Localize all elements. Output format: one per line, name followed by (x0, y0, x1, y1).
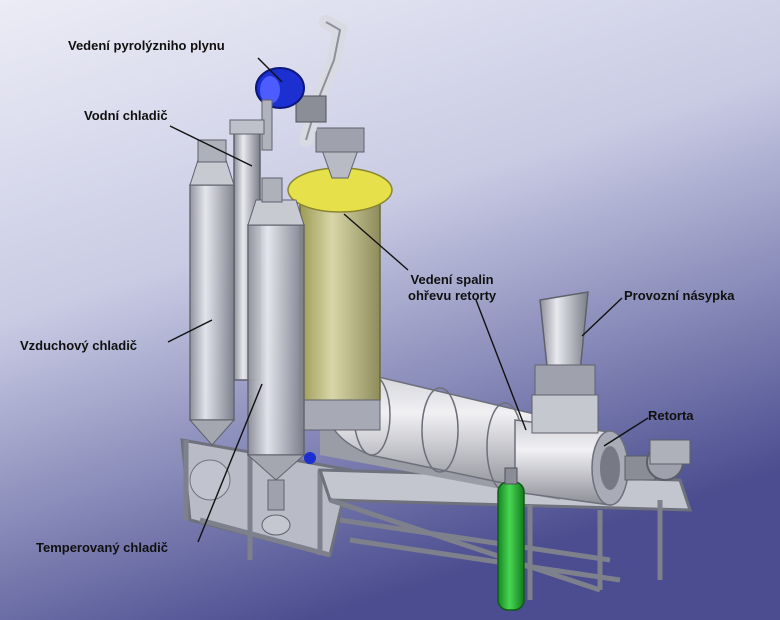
label-hopper: Provozní násypka (624, 288, 735, 303)
label-retort: Retorta (648, 408, 694, 423)
tempered-cooler-column (246, 177, 316, 536)
label-flue-gas-line-1: Vedení spalin (410, 272, 494, 287)
label-air-cooler: Vzduchový chladič (20, 338, 138, 353)
label-flue-gas-line: Vedení spalin ohřevu retorty (408, 272, 496, 304)
label-pyrolysis-gas-line: Vedení pyrolýzniho plynu (68, 38, 225, 53)
label-tempered-cooler: Temperovaný chladič (36, 540, 168, 555)
leader-lines (167, 57, 649, 543)
air-cooler-column (188, 139, 236, 501)
gas-cylinder (497, 467, 525, 611)
pyrolysis-gas-line (255, 15, 348, 151)
label-flue-gas-line-2: ohřevu retorty (408, 288, 497, 303)
yellow-reactor (287, 127, 393, 431)
hopper (531, 291, 599, 434)
label-water-cooler: Vodní chladič (84, 108, 168, 123)
